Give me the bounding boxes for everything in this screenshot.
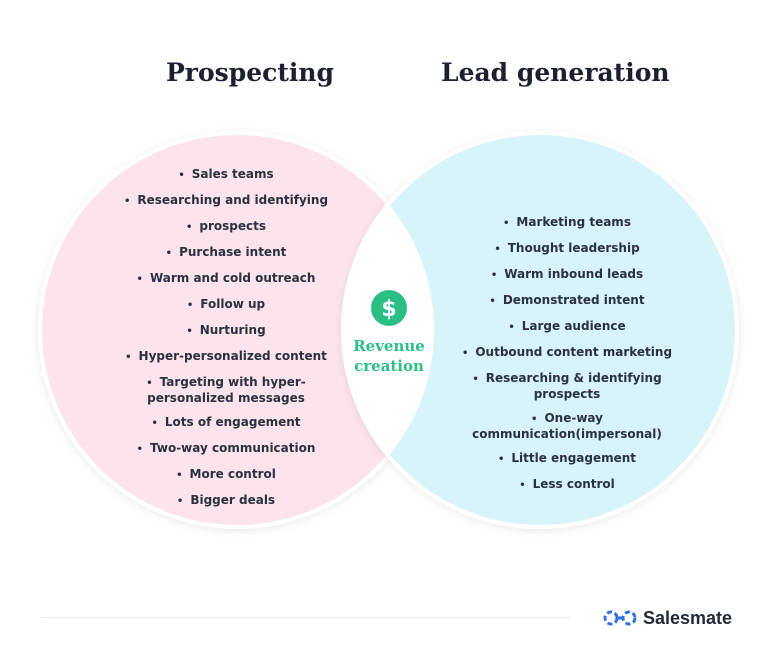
dollar-icon: $ — [371, 290, 407, 326]
list-item: Hyper-personalized content — [108, 349, 344, 365]
revenue-creation-label: Revenue creation — [353, 337, 425, 375]
lead-generation-title: Lead generation — [441, 58, 670, 87]
prospecting-list: Sales teamsResearching and identifying pr… — [108, 167, 344, 519]
list-item: Targeting with hyper-personalized messag… — [108, 375, 344, 405]
list-item: Bigger deals — [108, 493, 344, 509]
prospecting-title: Prospecting — [166, 58, 335, 87]
list-item: More control — [108, 467, 344, 483]
brand-name: Salesmate — [643, 607, 733, 628]
list-item: Warm and cold outreach — [108, 271, 344, 287]
list-item: Little engagement — [446, 451, 688, 467]
list-item: Marketing teams — [446, 215, 688, 231]
list-item: Nurturing — [108, 323, 344, 339]
list-item: Demonstrated intent — [446, 293, 688, 309]
list-item: Two-way communication — [108, 441, 344, 457]
list-item: Thought leadership — [446, 241, 688, 257]
list-item: Large audience — [446, 319, 688, 335]
list-item: Outbound content marketing — [446, 345, 688, 361]
list-item: One-way communication(impersonal) — [446, 411, 688, 441]
salesmate-logo-icon — [603, 610, 637, 626]
list-item: Sales teams — [108, 167, 344, 183]
list-item: Purchase intent — [108, 245, 344, 261]
list-item: Researching and identifying — [108, 193, 344, 209]
lead-generation-list: Marketing teamsThought leadershipWarm in… — [446, 215, 688, 503]
footer-divider — [42, 617, 570, 618]
list-item: Warm inbound leads — [446, 267, 688, 283]
list-item: Lots of engagement — [108, 415, 344, 431]
salesmate-brand: Salesmate — [603, 607, 732, 629]
list-item: Follow up — [108, 297, 344, 313]
list-item: Researching & identifying prospects — [446, 371, 688, 401]
svg-text:$: $ — [381, 297, 396, 322]
list-item: Less control — [446, 477, 688, 493]
list-item: prospects — [108, 219, 344, 235]
